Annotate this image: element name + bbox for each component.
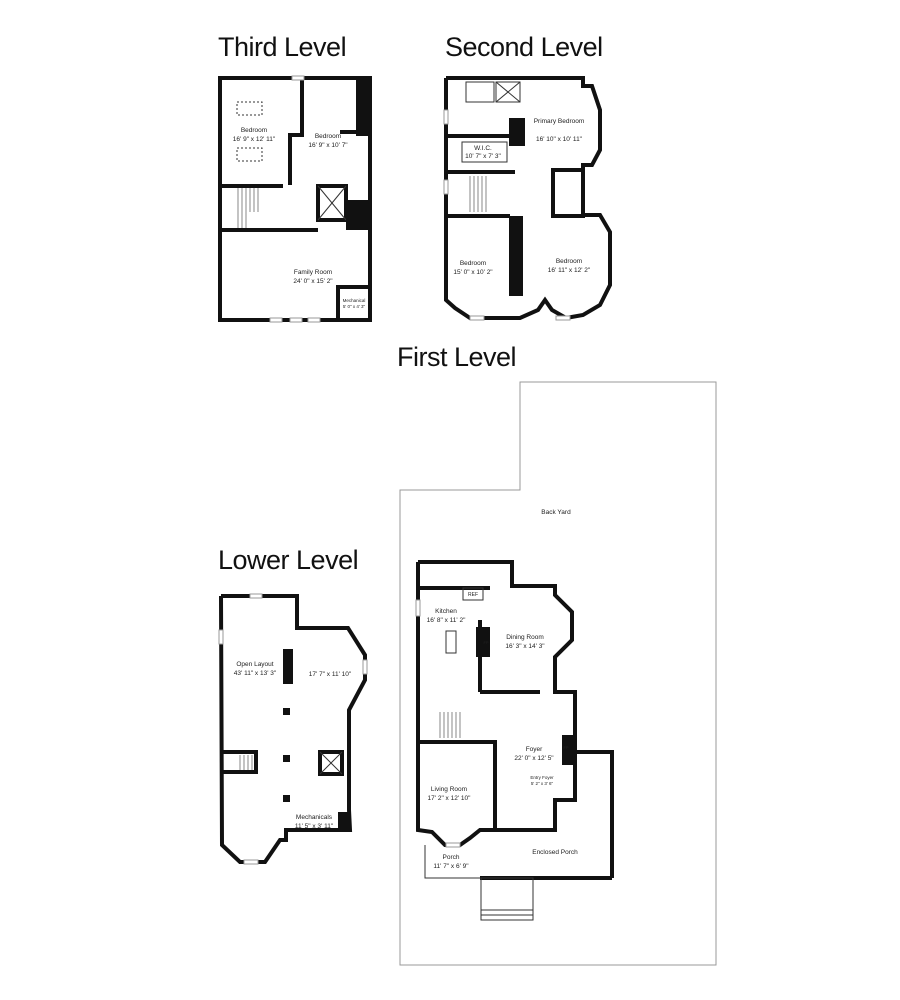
room-size: 22' 0" x 12' 5" — [514, 755, 554, 762]
room-label: Open Layout — [236, 661, 273, 668]
room-size: 5' 2" x 3' 6" — [531, 781, 554, 786]
room-label: Dining Room — [506, 634, 544, 641]
fireplace-label: FP — [483, 640, 488, 645]
room-label: Bedroom — [460, 260, 486, 267]
room-size: 43' 11" x 13' 3" — [234, 670, 277, 677]
room-label: Mechanicals — [296, 814, 333, 821]
room-label: Mechanical — [343, 298, 366, 303]
first-level-plan: Back Yard REF FP FP Kitchen 16' 8" x 11'… — [399, 381, 717, 966]
ref-label: REF — [468, 592, 478, 598]
lower-level-title: Lower Level — [218, 545, 359, 575]
third-level-plan: Bedroom 16' 9" x 12' 11" Bedroom 16' 9" … — [218, 75, 372, 323]
lower-level-plan: Open Layout 43' 11" x 13' 3" 17' 7" x 11… — [218, 593, 368, 865]
room-label: Foyer — [526, 746, 543, 753]
room-size: 16' 9" x 12' 11" — [233, 136, 276, 143]
room-label: Primary Bedroom — [534, 118, 585, 125]
room-label: Bedroom — [556, 258, 582, 265]
second-level-plan: Primary Bedroom 16' 10" x 10' 11" W.I.C.… — [443, 76, 612, 321]
room-label: Kitchen — [435, 608, 457, 615]
room-size: 11' 7" x 6' 9" — [433, 863, 469, 870]
room-label: Enclosed Porch — [532, 849, 578, 856]
room-label: Entry Foyer — [530, 775, 554, 780]
room-size: 10' 7" x 7' 3" — [465, 153, 501, 160]
first-level-title: First Level — [397, 342, 517, 372]
second-level-title: Second Level — [445, 32, 603, 62]
room-label: Family Room — [294, 269, 332, 276]
room-label: Bedroom — [241, 127, 267, 134]
room-size: 11' 5" x 3' 11" — [295, 823, 334, 830]
room-size: 16' 11" x 12' 2" — [548, 267, 591, 274]
room-size: 24' 0" x 15' 2" — [293, 278, 333, 285]
room-label: Bedroom — [315, 133, 341, 140]
room-label: Porch — [443, 854, 460, 861]
room-size: 15' 0" x 10' 2" — [453, 269, 493, 276]
room-size: 17' 2" x 12' 10" — [428, 795, 472, 802]
room-size: 5' 0" x 4' 3" — [343, 304, 366, 309]
room-size: 16' 8" x 11' 2" — [427, 617, 466, 624]
room-size: 16' 3" x 14' 3" — [505, 643, 545, 650]
room-size: 16' 10" x 10' 11" — [536, 136, 583, 143]
room-size: 17' 7" x 11' 10" — [309, 671, 352, 678]
room-size: 16' 9" x 10' 7" — [308, 142, 348, 149]
room-label: W.I.C. — [474, 145, 492, 152]
room-label: Living Room — [431, 786, 467, 793]
fireplace-label: FP — [563, 745, 568, 750]
third-level-title: Third Level — [218, 32, 347, 62]
yard-label: Back Yard — [541, 509, 571, 516]
